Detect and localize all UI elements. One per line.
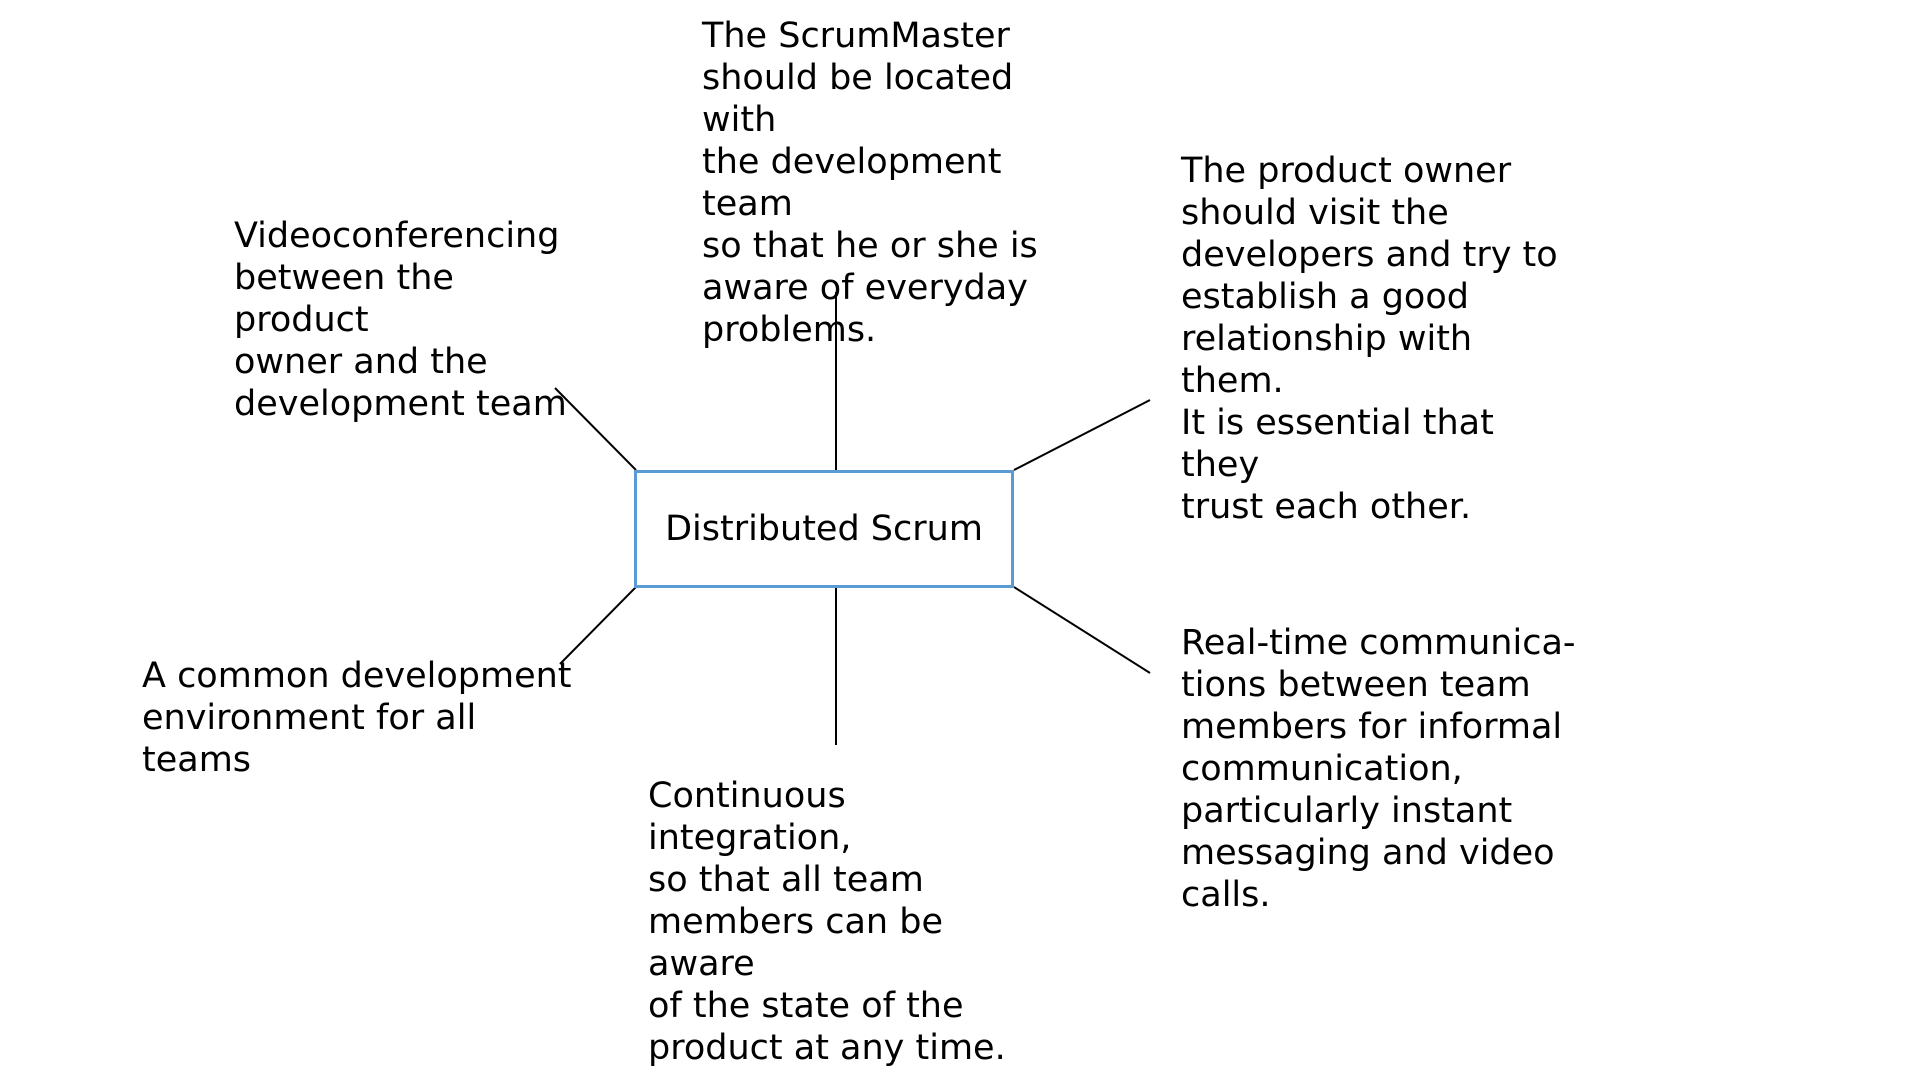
note-videoconferencing: Videoconferencing between the product ow… [234, 216, 567, 424]
note-common-environment: A common development environment for all… [142, 656, 572, 780]
note-product-owner-visits: The product owner should visit the devel… [1181, 151, 1558, 527]
note-realtime-communications: Real-time communica- tions between team … [1181, 623, 1576, 915]
center-node-label: Distributed Scrum [665, 509, 983, 549]
note-scrummaster-location: The ScrumMaster should be located with t… [702, 16, 1038, 350]
connector-top-right [1013, 399, 1151, 471]
note-continuous-integration: Continuous integration, so that all team… [648, 776, 1006, 1068]
connector-bottom-right [1013, 586, 1151, 674]
connector-bottom-left [559, 586, 637, 665]
center-node-distributed-scrum: Distributed Scrum [634, 470, 1014, 588]
connector-lines [554, 292, 1151, 745]
connector-top-left [554, 387, 637, 471]
